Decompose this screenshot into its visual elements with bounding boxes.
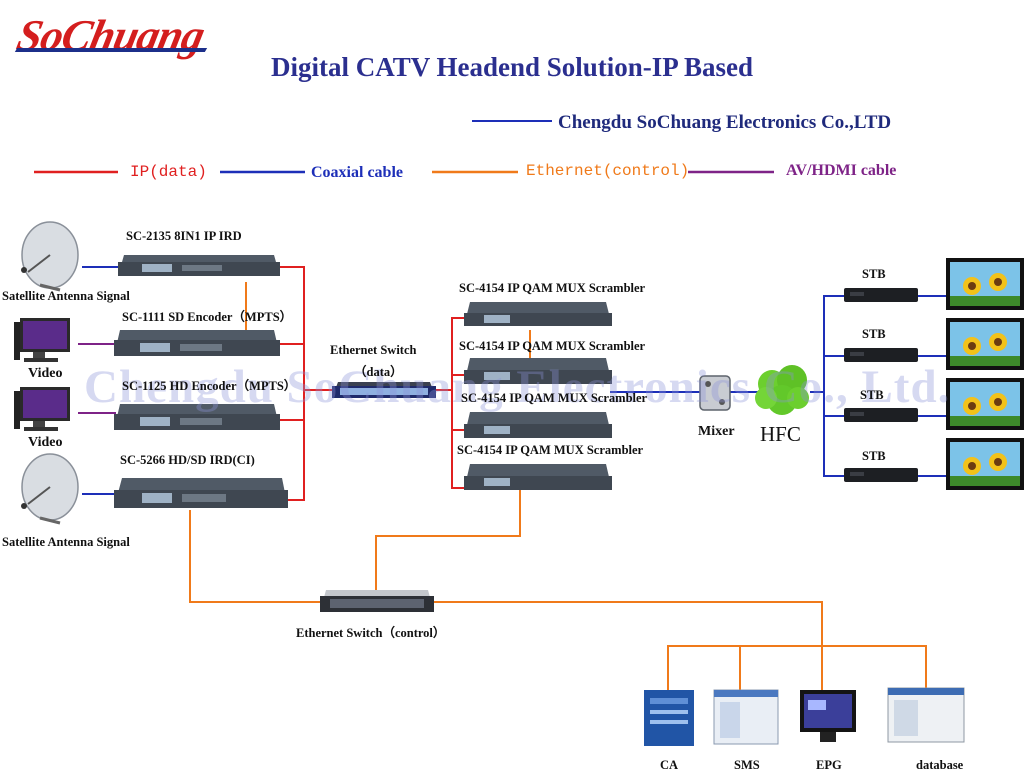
- input-label-video2: Video: [28, 435, 63, 450]
- stb-label: STB: [862, 267, 886, 281]
- ethernet-switch-control-icon: [320, 590, 434, 612]
- mixer-label: Mixer: [698, 424, 735, 439]
- ip-bus-qam: [451, 317, 465, 489]
- server-label-epg: EPG: [816, 758, 842, 772]
- page-title: Digital CATV Headend Solution-IP Based: [270, 52, 754, 82]
- satellite-dish-icon: [21, 453, 79, 525]
- device-label-qam-3: SC-4154 IP QAM MUX Scrambler: [461, 391, 648, 405]
- stb-label: STB: [862, 449, 886, 463]
- epg-screen-icon: [800, 690, 856, 742]
- legend-ethernet-label: Ethernet(control): [526, 162, 690, 180]
- tv-icon: [946, 438, 1024, 490]
- rack-unit-qam-4: [464, 464, 612, 490]
- video-pc-icon: [14, 387, 70, 431]
- ip-bus-left: [278, 266, 305, 501]
- coax-distribution: [810, 295, 846, 393]
- satellite-dish-icon: [21, 221, 79, 292]
- ca-screen-icon: [644, 690, 694, 746]
- ctrl-server-bus: [667, 645, 927, 690]
- input-label-video1: Video: [28, 366, 63, 381]
- device-label-hd-encoder: SC-1125 HD Encoder（MPTS）: [122, 379, 297, 393]
- stb-box-icon: [844, 348, 918, 362]
- video-pc-icon: [14, 318, 70, 362]
- ctrl-left: [189, 510, 322, 603]
- mixer-icon: [699, 375, 731, 411]
- legend-ip-label: IP(data): [130, 163, 207, 181]
- tv-icon: [946, 258, 1024, 310]
- device-label-qam-2: SC-4154 IP QAM MUX Scrambler: [459, 339, 646, 353]
- switch-data-sublabel: （data）: [354, 365, 403, 379]
- ctrl-right: [434, 601, 823, 646]
- device-label-sd-encoder: SC-1111 SD Encoder（MPTS）: [122, 310, 293, 324]
- tv-icon: [946, 318, 1024, 370]
- rack-unit-qam-2: [464, 358, 612, 384]
- rack-unit-sd-encoder: [114, 330, 280, 356]
- rack-unit-ird: [118, 255, 280, 276]
- stb-box-icon: [844, 408, 918, 422]
- switch-data-label: Ethernet Switch: [330, 343, 417, 357]
- database-screen-icon: [887, 687, 965, 743]
- rack-unit-qam-1: [464, 302, 612, 326]
- input-label-sat2: Satellite Antenna Signal: [2, 535, 130, 549]
- stb-label: STB: [862, 327, 886, 341]
- device-label-qam-4: SC-4154 IP QAM MUX Scrambler: [457, 443, 644, 457]
- rack-unit-qam-3: [464, 412, 612, 438]
- rack-unit-hd-encoder: [114, 404, 280, 430]
- coax-distribution-2: [823, 392, 846, 477]
- watermark: Chengdu SoChuang Electronics Co., Ltd.: [84, 361, 951, 413]
- legend-av-label: AV/HDMI cable: [786, 162, 897, 179]
- server-label-database: database: [916, 758, 964, 772]
- ctrl-qam-down: [375, 490, 521, 590]
- stb-label: STB: [860, 388, 884, 402]
- switch-control-label: Ethernet Switch（control）: [296, 626, 446, 640]
- sms-screen-icon: [713, 689, 779, 745]
- server-label-ca: CA: [660, 758, 679, 772]
- company-name: Chengdu SoChuang Electronics Co.,LTD: [558, 112, 892, 133]
- server-label-sms: SMS: [734, 758, 760, 772]
- ethernet-switch-data-icon: [332, 382, 436, 398]
- device-label-ird: SC-2135 8IN1 IP IRD: [126, 229, 242, 243]
- legend-coax-label: Coaxial cable: [311, 164, 403, 181]
- hfc-cloud-icon: [755, 365, 809, 415]
- input-label-sat1: Satellite Antenna Signal: [2, 289, 130, 303]
- stb-box-icon: [844, 468, 918, 482]
- hfc-label: HFC: [760, 422, 801, 446]
- device-label-ird-ci: SC-5266 HD/SD IRD(CI): [120, 453, 255, 467]
- device-label-qam-1: SC-4154 IP QAM MUX Scrambler: [459, 281, 646, 295]
- tv-icon: [946, 378, 1024, 430]
- stb-box-icon: [844, 288, 918, 302]
- rack-unit-ird-ci: [114, 478, 288, 508]
